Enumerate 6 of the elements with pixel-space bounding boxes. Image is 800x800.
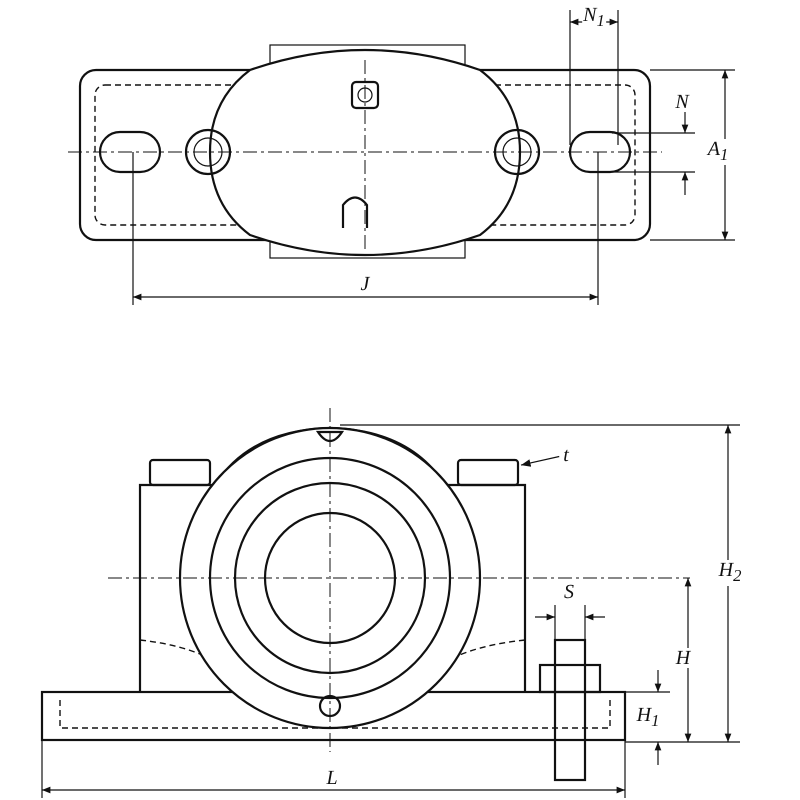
dimension-label: N [674,92,690,112]
dimension-label: H [674,648,692,668]
dimension-label: A$_{1}$ [706,139,730,165]
leader-line [520,456,560,467]
dimension-label: H$_{2}$ [718,560,742,586]
bolt-head [456,458,520,486]
